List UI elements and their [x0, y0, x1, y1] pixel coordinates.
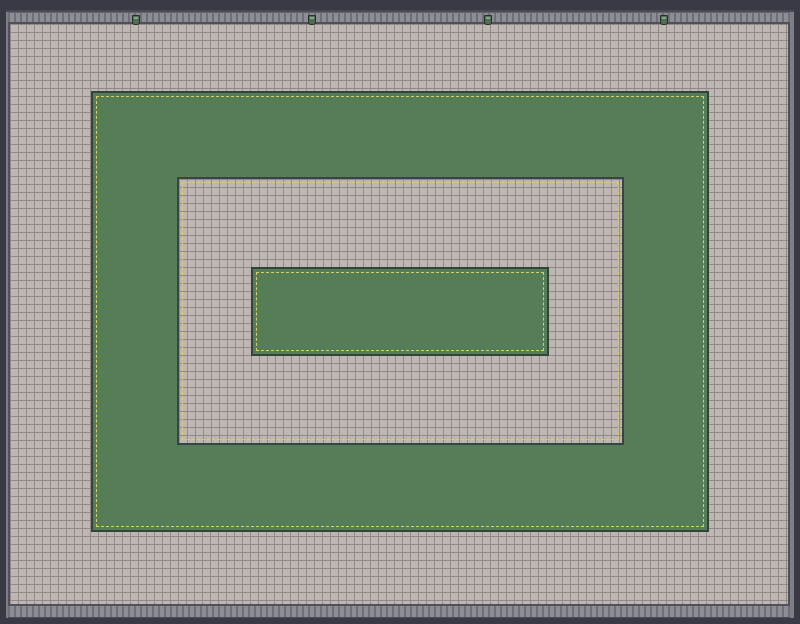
green-hook-icon	[660, 15, 668, 25]
green-hook-icon	[484, 15, 492, 25]
bottom-wall-rail	[8, 604, 790, 618]
right-wall-rail	[790, 12, 794, 618]
green-hook-icon	[132, 15, 140, 25]
green-hook-icon	[308, 15, 316, 25]
inner-green-zone	[251, 267, 549, 356]
